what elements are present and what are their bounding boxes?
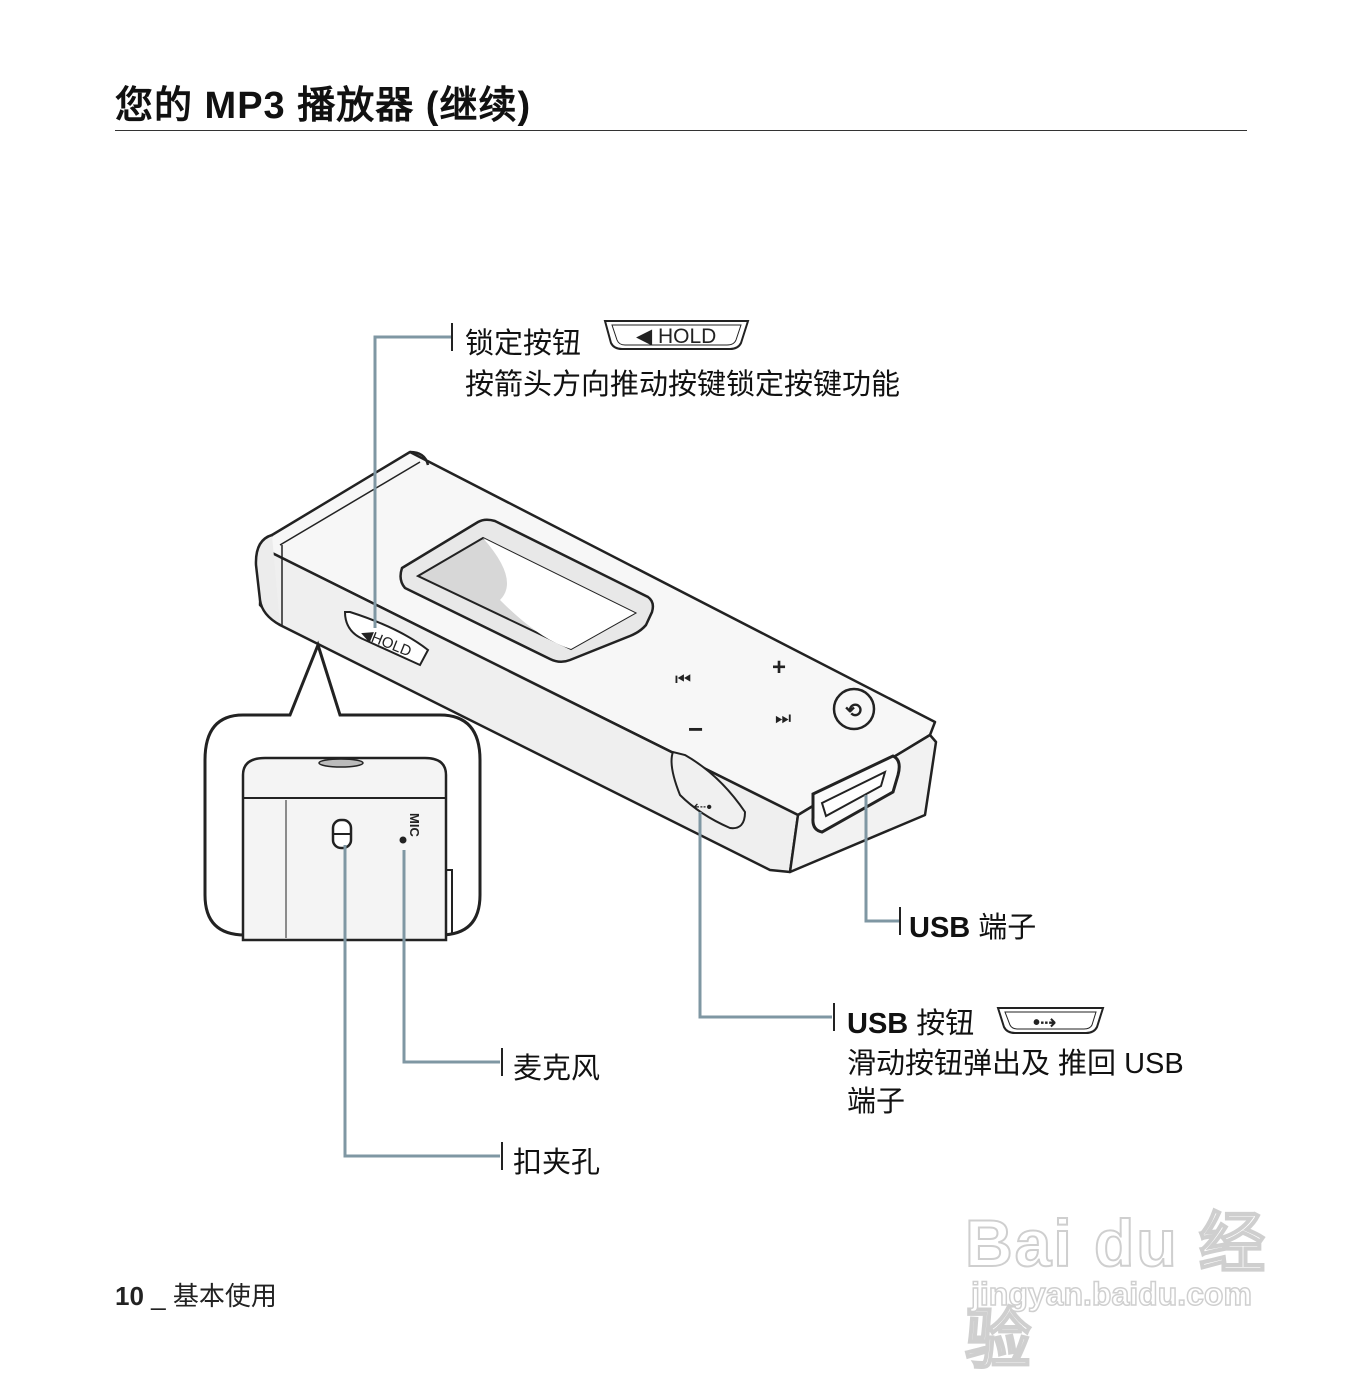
- usb-button-description-2: 端子: [847, 1086, 906, 1118]
- section-name: 基本使用: [172, 1281, 277, 1311]
- volume-down-icon: −: [688, 714, 703, 744]
- usb-icon: ⇠•: [693, 799, 712, 816]
- mic-leader-line: [402, 850, 500, 1064]
- mic-hole: [399, 836, 407, 844]
- usb-slide-button: ⇠•: [670, 750, 747, 830]
- hold-label: 锁定按钮: [465, 328, 582, 360]
- usb-badge-icon: •⇢: [1033, 1012, 1057, 1034]
- hold-badge-text: ◀ HOLD: [636, 325, 716, 348]
- clip-hole-leader-line: [343, 845, 500, 1158]
- power-button: [832, 687, 876, 731]
- clip-hole-label: 扣夹孔: [513, 1147, 601, 1179]
- usb-button-label-rest: 按钮: [908, 1008, 975, 1040]
- power-icon: ⟲: [845, 700, 862, 722]
- usb-button-description-1: 滑动按钮弹出及 推回 USB: [847, 1048, 1184, 1080]
- watermark-brand: Bai du 经验: [964, 1205, 1268, 1377]
- page-number: 10: [115, 1281, 144, 1311]
- hold-description: 按箭头方向推动按键锁定按键功能: [465, 369, 901, 401]
- footer-separator: _: [143, 1281, 173, 1311]
- usb-port-label: USB 端子: [909, 904, 1036, 946]
- baidu-watermark: Bai du 经验 jingyan.baidu.com: [964, 1190, 1285, 1377]
- usb-port-label-bold: USB: [909, 912, 971, 944]
- title-divider: [115, 130, 1247, 131]
- page-footer: 10 _ 基本使用: [115, 1276, 277, 1313]
- hold-badge: ◀ HOLD: [603, 320, 750, 350]
- leader-lines: [343, 323, 901, 1170]
- page-title: 您的 MP3 播放器 (继续): [115, 85, 532, 127]
- previous-track-icon: ⏮: [675, 669, 691, 689]
- next-track-icon: ⏭: [775, 708, 791, 728]
- touch-controls: ⏮ + − ⏭ ⟲: [675, 654, 876, 744]
- mic-text: MIC: [407, 813, 422, 837]
- volume-up-icon: +: [772, 654, 786, 681]
- usb-port: [811, 754, 901, 834]
- usb-button-label-bold: USB: [847, 1008, 909, 1040]
- watermark-url: jingyan.baidu.com: [970, 1275, 1252, 1313]
- usb-port-leader-line: [864, 795, 900, 923]
- usb-button-leader-line: [698, 812, 832, 1019]
- usb-button-label: USB 按钮: [847, 1000, 974, 1042]
- usb-badge: •⇢: [996, 1007, 1105, 1034]
- usb-port-label-rest: 端子: [970, 912, 1037, 944]
- mic-label: 麦克风: [513, 1053, 601, 1085]
- hold-leader-line: [373, 335, 452, 628]
- display-screen: [399, 518, 655, 663]
